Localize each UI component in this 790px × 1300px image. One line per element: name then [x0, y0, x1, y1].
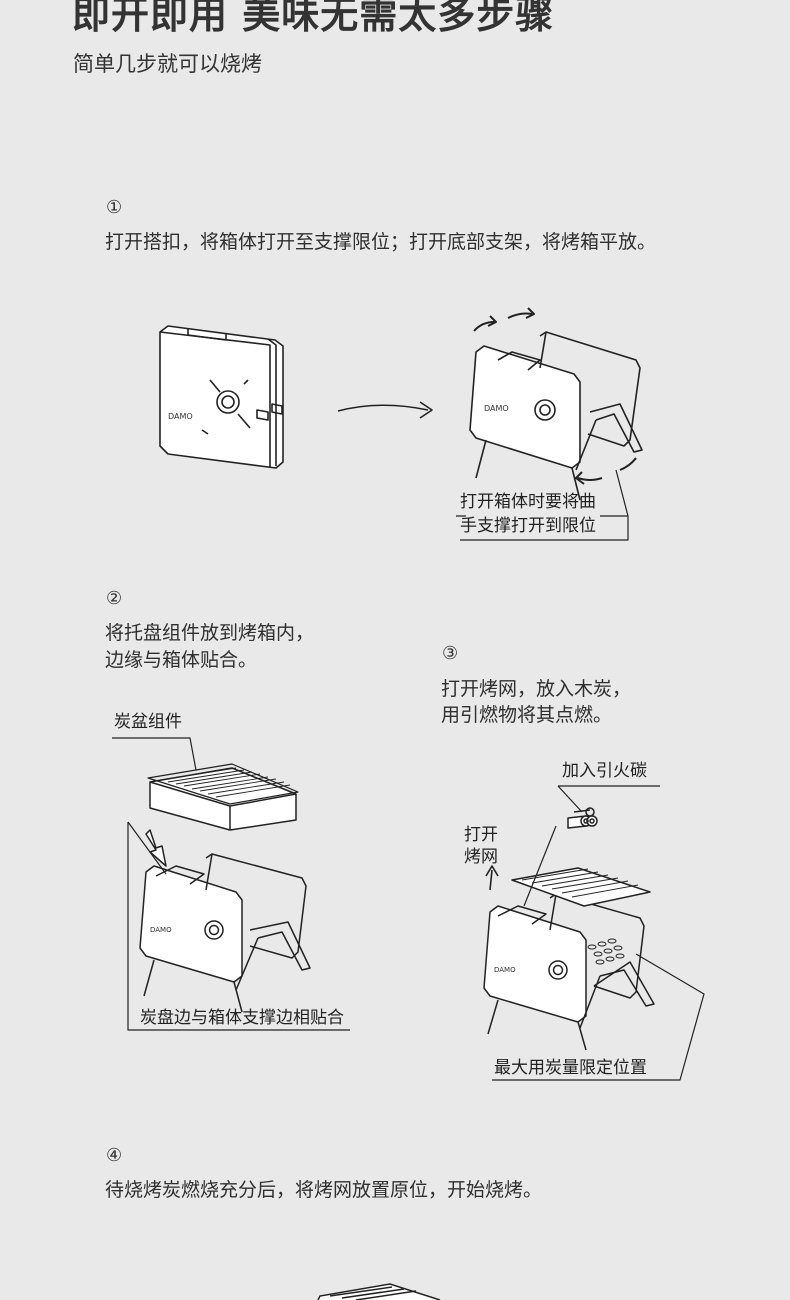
step-1-text: 打开搭扣，将箱体打开至支撑限位；打开底部支架，将烤箱平放。: [105, 231, 657, 253]
closed-grill-case-illustration: [159, 325, 284, 469]
step-1-number: ①: [106, 197, 123, 218]
open-grill-callout-line-1: 打开: [464, 825, 498, 845]
brand-logo-step3: DAMO: [494, 966, 516, 974]
firestarter-icon: [567, 807, 598, 829]
rotate-arrow-icon: [473, 307, 637, 485]
open-box-callout-line-2: 手支撑打开到限位: [460, 516, 596, 536]
open-grill-callout-line-2: 烤网: [464, 847, 498, 867]
step-4-text: 待烧烤炭燃烧充分后，将烤网放置原位，开始烧烤。: [105, 1179, 543, 1201]
step-3-text-line-2: 用引燃物将其点燃。: [441, 704, 613, 726]
brand-logo-open: DAMO: [484, 404, 509, 413]
charcoal-tray-illustration: [147, 763, 299, 831]
max-charcoal-callout: 最大用炭量限定位置: [494, 1058, 647, 1078]
open-grill-case-illustration: [469, 331, 643, 501]
step-2-text-line-1: 将托盘组件放到烤箱内，: [105, 622, 315, 644]
arrow-icon: [337, 404, 429, 412]
up-arrow-icon: [489, 869, 493, 891]
brand-logo-step2: DAMO: [150, 926, 172, 934]
open-grill-with-charcoal-illustration: [483, 867, 655, 1051]
step-3-text-line-1: 打开烤网，放入木炭，: [441, 678, 632, 700]
add-firestarter-callout: 加入引火碳: [562, 761, 647, 781]
tray-edge-callout: 炭盘边与箱体支撑边相贴合: [140, 1008, 344, 1028]
step-2-text-line-2: 边缘与箱体贴合。: [105, 649, 258, 671]
down-arrow-icon: [145, 829, 167, 867]
page-title: 即开即用 美味无需太多步骤: [72, 0, 555, 37]
step-3-number: ③: [442, 643, 459, 664]
open-box-callout-line-1: 打开箱体时要将曲: [460, 492, 596, 512]
page-subtitle: 简单几步就可以烧烤: [73, 52, 262, 76]
step-4-number: ④: [106, 1145, 123, 1166]
charcoal-tray-callout: 炭盆组件: [114, 712, 182, 732]
step-2-number: ②: [106, 588, 123, 609]
brand-logo: DAMO: [168, 412, 193, 421]
